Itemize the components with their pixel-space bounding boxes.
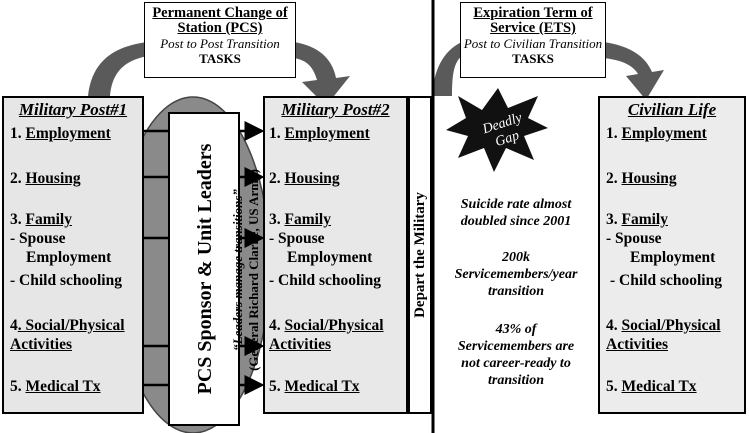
item-number: 1. <box>10 125 26 142</box>
item-label: Housing <box>25 170 81 187</box>
item-number: 2. <box>606 170 622 187</box>
stat-200k-line3: transition <box>487 284 545 299</box>
civ-housing: 2. Housing <box>606 169 677 188</box>
item-number: 4. <box>269 317 285 334</box>
civ-family: 3. Family <box>606 210 668 229</box>
civ-activities: Activities <box>606 336 668 353</box>
pcs-curve-arrow-right <box>294 42 350 106</box>
post1-family: 3. Family <box>10 210 72 229</box>
civ-employment: 1. Employment <box>606 124 707 143</box>
post2-activities: Activities <box>269 336 331 353</box>
item-label: . Social/Physical <box>17 317 125 334</box>
item-label: Family <box>621 211 669 228</box>
post2-spouse: - Spouse <box>269 230 325 247</box>
post1-social: 4. Social/Physical <box>10 316 125 335</box>
post1-medical: 5. Medical Tx <box>10 377 101 396</box>
pcs-subtitle: Post to Post Transition <box>160 36 280 51</box>
item-label: Employment <box>284 125 370 142</box>
civ-medical: 5. Medical Tx <box>606 377 697 396</box>
stat-suicide: Suicide rate almost doubled since 2001 <box>440 196 592 230</box>
depart-military-text: Depart the Military <box>412 192 428 318</box>
item-number: 5. <box>269 378 285 395</box>
civilian-life-title: Civilian Life <box>627 100 717 119</box>
stat-200k: 200k Servicemembers/year transition <box>440 249 592 300</box>
military-post-1-title: Military Post#1 <box>18 100 128 119</box>
item-number: 1. <box>269 125 285 142</box>
deadly-gap-starburst <box>446 88 548 172</box>
military-post-2-title: Military Post#2 <box>281 100 390 119</box>
item-label: Housing <box>621 170 677 187</box>
post1-child-schooling: - Child schooling <box>10 272 122 289</box>
post1-employment: 1. Employment <box>10 124 111 143</box>
civ-spouse: - Spouse <box>606 230 662 247</box>
item-number: 3. <box>10 211 26 228</box>
item-number: 2. <box>269 170 285 187</box>
post2-medical: 5. Medical Tx <box>269 377 360 396</box>
ets-title-line1: Expiration Term of <box>473 5 593 21</box>
civ-spouse-employment: Employment <box>630 249 716 266</box>
civ-child-schooling: - Child schooling <box>610 272 722 289</box>
stat-43pct-line1: 43% of <box>495 322 537 337</box>
stat-suicide-line2: doubled since 2001 <box>460 214 572 229</box>
depart-military-box: Depart the Military <box>408 96 432 414</box>
item-label: Family <box>25 211 73 228</box>
stat-43pct: 43% of Servicemembers are not career-rea… <box>440 321 592 389</box>
stat-43pct-line3: not career-ready to <box>461 356 571 371</box>
sponsor-attribution: (General Richard Clarke, US Army) <box>246 169 261 371</box>
stat-suicide-line1: Suicide rate almost <box>460 197 572 212</box>
stat-43pct-line4: transition <box>487 373 545 388</box>
item-label: Social/Physical <box>284 317 384 334</box>
ets-subtitle: Post to Civilian Transition <box>463 36 603 51</box>
pcs-tasks: TASKS <box>199 51 241 66</box>
item-label: Medical Tx <box>621 378 697 395</box>
post2-housing: 2. Housing <box>269 169 340 188</box>
pcs-title-line2: Station (PCS) <box>177 20 263 36</box>
ets-title-line2: Service (ETS) <box>490 20 576 36</box>
military-post-2-panel: Military Post#2 1. Employment 2. Housing… <box>263 96 408 414</box>
post2-spouse-employment: Employment <box>287 249 373 266</box>
item-number: 5. <box>10 378 26 395</box>
pcs-callout: Permanent Change of Station (PCS) Post t… <box>144 2 296 78</box>
post1-activities: Activities <box>10 336 72 353</box>
item-number: 5. <box>606 378 622 395</box>
post2-family: 3. Family <box>269 210 331 229</box>
military-post-1-panel: Military Post#1 1. Employment 2. Housing… <box>2 96 144 414</box>
post2-employment: 1. Employment <box>269 124 370 143</box>
ets-curve-arrow-right <box>604 42 664 100</box>
item-number: 4. <box>606 317 622 334</box>
post1-housing: 2. Housing <box>10 169 81 188</box>
item-number: 3. <box>269 211 285 228</box>
post1-spouse-employment: Employment <box>26 249 112 266</box>
item-label: Employment <box>25 125 111 142</box>
item-number: 3. <box>606 211 622 228</box>
pcs-title-line1: Permanent Change of <box>152 5 288 21</box>
item-label: Medical Tx <box>284 378 360 395</box>
item-label: Employment <box>621 125 707 142</box>
ets-callout: Expiration Term of Service (ETS) Post to… <box>460 2 606 78</box>
ets-tasks: TASKS <box>512 51 554 66</box>
pcs-sponsor-box: PCS Sponsor & Unit Leaders “Leaders mana… <box>168 112 261 426</box>
stat-200k-line1: 200k <box>502 250 530 265</box>
ets-curve-arrow-left <box>432 42 462 96</box>
item-label: Family <box>284 211 332 228</box>
pcs-curve-arrow-left <box>88 42 148 96</box>
post2-social: 4. Social/Physical <box>269 316 384 335</box>
stat-200k-line2: Servicemembers/year <box>454 267 578 282</box>
civ-social: 4. Social/Physical <box>606 316 721 335</box>
post1-spouse: - Spouse <box>10 230 66 247</box>
item-label: Social/Physical <box>621 317 721 334</box>
item-number: 4 <box>10 317 18 334</box>
item-label: Medical Tx <box>25 378 101 395</box>
stat-43pct-line2: Servicemembers are <box>457 339 575 354</box>
post2-child-schooling: - Child schooling <box>269 272 381 289</box>
item-label: Housing <box>284 170 340 187</box>
civilian-life-panel: Civilian Life 1. Employment 2. Housing 3… <box>598 96 746 414</box>
item-number: 1. <box>606 125 622 142</box>
item-number: 2. <box>10 170 26 187</box>
sponsor-main-text: PCS Sponsor & Unit Leaders <box>194 143 216 395</box>
